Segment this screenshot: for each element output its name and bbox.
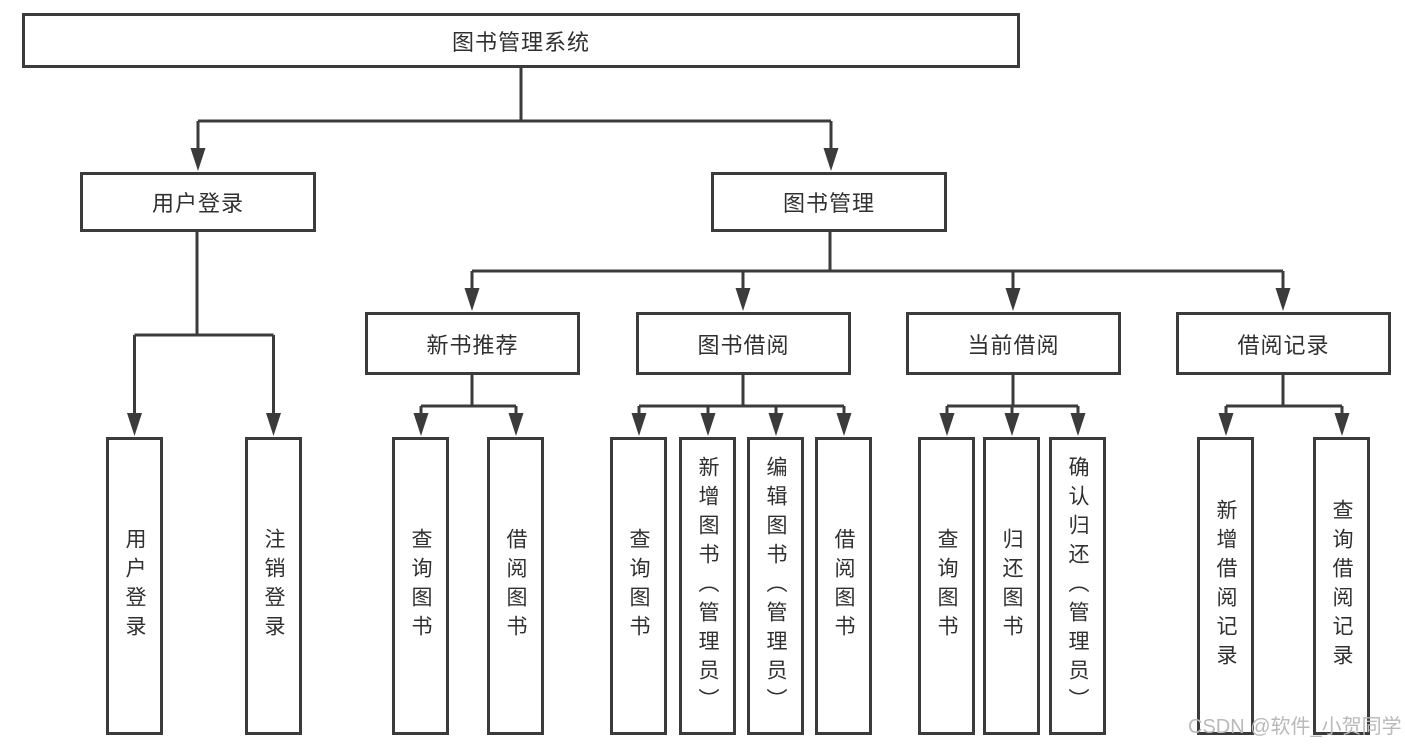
node-root-label: 图书管理系统	[451, 29, 590, 55]
node-borrow-record: 借阅记录	[1176, 312, 1391, 375]
node-book-management: 图书管理	[711, 172, 947, 232]
node-current-borrow-label: 当前借阅	[967, 332, 1060, 358]
leaf-add-book-admin-label: 新增图书（管理员）	[696, 455, 719, 717]
leaf-confirm-return-admin-label: 确认归还（管理员）	[1066, 455, 1089, 717]
node-root: 图书管理系统	[22, 13, 1020, 68]
leaf-user-login-label: 用户登录	[123, 528, 146, 644]
leaf-borrow-book-label: 借阅图书	[832, 528, 855, 644]
node-book-management-label: 图书管理	[782, 191, 875, 216]
node-book-borrow-label: 图书借阅	[697, 332, 790, 358]
leaf-query-borrow-record: 查询借阅记录	[1313, 437, 1370, 735]
leaf-user-login: 用户登录	[106, 437, 163, 735]
csdn-watermark: CSDN @软件_小贺同学	[1188, 716, 1402, 738]
leaf-current-query-book: 查询图书	[918, 437, 975, 735]
node-new-book-recommend: 新书推荐	[365, 312, 580, 375]
leaf-edit-book-admin-label: 编辑图书（管理员）	[764, 455, 787, 717]
leaf-logout-label: 注销登录	[262, 528, 285, 644]
leaf-return-book: 归还图书	[983, 437, 1040, 735]
leaf-new-book-query: 查询图书	[392, 437, 449, 735]
leaf-query-borrow-record-label: 查询借阅记录	[1330, 499, 1353, 673]
leaf-return-book-label: 归还图书	[1000, 528, 1023, 644]
leaf-borrow-query-book: 查询图书	[610, 437, 667, 735]
leaf-add-book-admin: 新增图书（管理员）	[679, 437, 736, 735]
node-user-login-label: 用户登录	[151, 191, 244, 216]
node-current-borrow: 当前借阅	[906, 312, 1121, 375]
node-new-book-recommend-label: 新书推荐	[426, 332, 519, 358]
leaf-add-borrow-record: 新增借阅记录	[1197, 437, 1254, 735]
leaf-new-book-borrow: 借阅图书	[487, 437, 544, 735]
leaf-borrow-query-book-label: 查询图书	[627, 528, 650, 644]
node-borrow-record-label: 借阅记录	[1237, 332, 1330, 358]
leaf-add-borrow-record-label: 新增借阅记录	[1214, 499, 1237, 673]
node-book-borrow: 图书借阅	[636, 312, 851, 375]
leaf-edit-book-admin: 编辑图书（管理员）	[747, 437, 804, 735]
leaf-new-book-query-label: 查询图书	[409, 528, 432, 644]
leaf-logout: 注销登录	[245, 437, 302, 735]
node-user-login: 用户登录	[80, 172, 316, 232]
leaf-confirm-return-admin: 确认归还（管理员）	[1049, 437, 1106, 735]
leaf-new-book-borrow-label: 借阅图书	[504, 528, 527, 644]
leaf-borrow-book: 借阅图书	[815, 437, 872, 735]
leaf-current-query-book-label: 查询图书	[935, 528, 958, 644]
